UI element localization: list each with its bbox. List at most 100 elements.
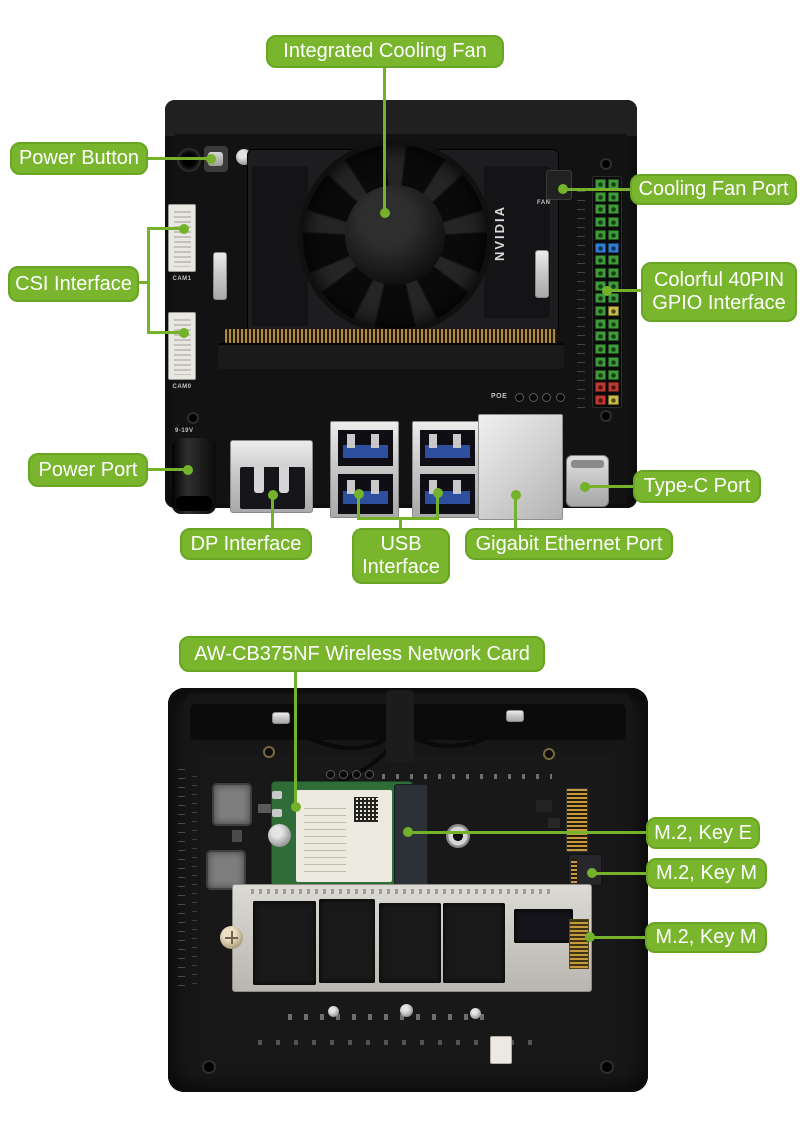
gpio-pin <box>595 280 606 291</box>
leader-line <box>147 157 209 160</box>
usb-contact <box>371 434 379 448</box>
gpio-pin-row <box>595 204 619 215</box>
ssd-edge-connector <box>569 919 589 969</box>
nand-chip <box>319 899 375 983</box>
usb-contact <box>453 480 461 494</box>
callout-type-c-port: Type-C Port <box>633 470 761 503</box>
leader-dot <box>580 482 590 492</box>
usb-stack-2 <box>412 421 481 518</box>
gpio-pin <box>595 306 606 317</box>
qr-code <box>354 797 378 822</box>
poe-silkscreen: POE <box>491 393 508 400</box>
leader-dot <box>179 224 189 234</box>
gpio-pin <box>595 179 606 189</box>
callout-m2-key-e: M.2, Key E <box>646 817 760 849</box>
mounting-hole <box>187 412 199 424</box>
top-bezel <box>165 100 637 136</box>
via-row <box>326 770 374 779</box>
callout-m2-key-m-top: M.2, Key M <box>646 858 767 889</box>
fan-hub <box>345 185 445 285</box>
gpio-pin <box>608 293 619 304</box>
leader-line <box>147 331 181 334</box>
gpio-pin-row <box>595 191 619 202</box>
gpio-pin-row <box>595 217 619 228</box>
callout-dp-interface: DP Interface <box>180 528 312 560</box>
leader-dot <box>511 490 521 500</box>
gpio-pin-row <box>595 267 619 278</box>
bottom-board-photo <box>168 688 648 1092</box>
gpio-pin-row <box>595 394 619 405</box>
card-label-sticker <box>296 790 392 882</box>
leader-dot <box>558 184 568 194</box>
gpio-pin <box>595 242 606 253</box>
leader-line <box>412 831 646 834</box>
gpio-pin-row <box>595 293 619 304</box>
solder-blob <box>470 1008 481 1019</box>
nand-chip <box>443 903 505 983</box>
antenna-post <box>506 710 524 722</box>
sticker-text-lines <box>304 802 346 872</box>
callout-usb-interface: USB Interface <box>352 528 450 584</box>
gpio-pin <box>608 369 619 380</box>
gpio-pin <box>608 267 619 278</box>
gpio-pin <box>595 331 606 342</box>
leader-dot <box>403 827 413 837</box>
gpio-pin-row <box>595 179 619 189</box>
antenna-lug <box>272 809 282 817</box>
callout-power-button: Power Button <box>10 142 148 175</box>
ssd-controller-chip <box>514 909 573 943</box>
leader-dot <box>268 490 278 500</box>
callout-power-port: Power Port <box>28 453 148 487</box>
gpio-pin-row <box>595 356 619 367</box>
leader-line <box>294 671 297 806</box>
gpio-pin-row <box>595 242 619 253</box>
solder-pad-row <box>258 1040 538 1045</box>
gpio-pin <box>595 344 606 355</box>
gpio-pin <box>608 356 619 367</box>
gpio-pin <box>595 191 606 202</box>
gpio-pin-row <box>595 306 619 317</box>
leader-line <box>399 519 402 529</box>
leader-dot <box>433 488 443 498</box>
gpio-pin-row <box>595 255 619 266</box>
ethernet-port <box>478 414 563 520</box>
leader-line <box>357 494 360 520</box>
gpio-pin <box>608 382 619 393</box>
gpio-pin <box>608 229 619 240</box>
poe-header-holes <box>515 392 565 402</box>
gpio-pin <box>595 255 606 266</box>
gpio-pin-numbers <box>577 184 585 408</box>
m2-slot-gold-fingers <box>566 788 588 852</box>
leader-line <box>357 517 439 520</box>
usb-contact <box>371 480 379 494</box>
csi-pins <box>174 211 191 267</box>
corner-screw-hole <box>600 1060 614 1074</box>
ic-component <box>536 800 552 812</box>
gpio-pin <box>608 394 619 405</box>
usb-opening <box>338 430 393 466</box>
gpio-pin-row <box>595 318 619 329</box>
barrel-end <box>176 496 212 511</box>
solder-pad-row <box>288 1014 488 1020</box>
sodimm-connector-body <box>218 343 564 369</box>
usb-contact <box>429 480 437 494</box>
m2-key-m-socket <box>568 854 602 886</box>
gpio-pin <box>595 356 606 367</box>
inductor-component <box>206 850 246 890</box>
cam0-silkscreen: CAM0 <box>172 384 192 390</box>
usb-contact <box>453 434 461 448</box>
socket-contacts <box>571 859 577 883</box>
cam1-silkscreen: CAM1 <box>172 276 192 282</box>
gpio-pin <box>595 229 606 240</box>
leader-line <box>136 281 150 284</box>
mounting-hole <box>600 410 612 422</box>
gpio-pin <box>608 217 619 228</box>
top-board-photo: CAM1 CAM0 NVIDIA FAN POE 9-19V <box>165 100 637 520</box>
leader-line <box>566 188 630 191</box>
gpio-pin <box>608 331 619 342</box>
gpio-header <box>592 176 622 408</box>
mounting-hole <box>263 746 275 758</box>
dp-contact <box>279 467 289 493</box>
gpio-pin <box>608 242 619 253</box>
